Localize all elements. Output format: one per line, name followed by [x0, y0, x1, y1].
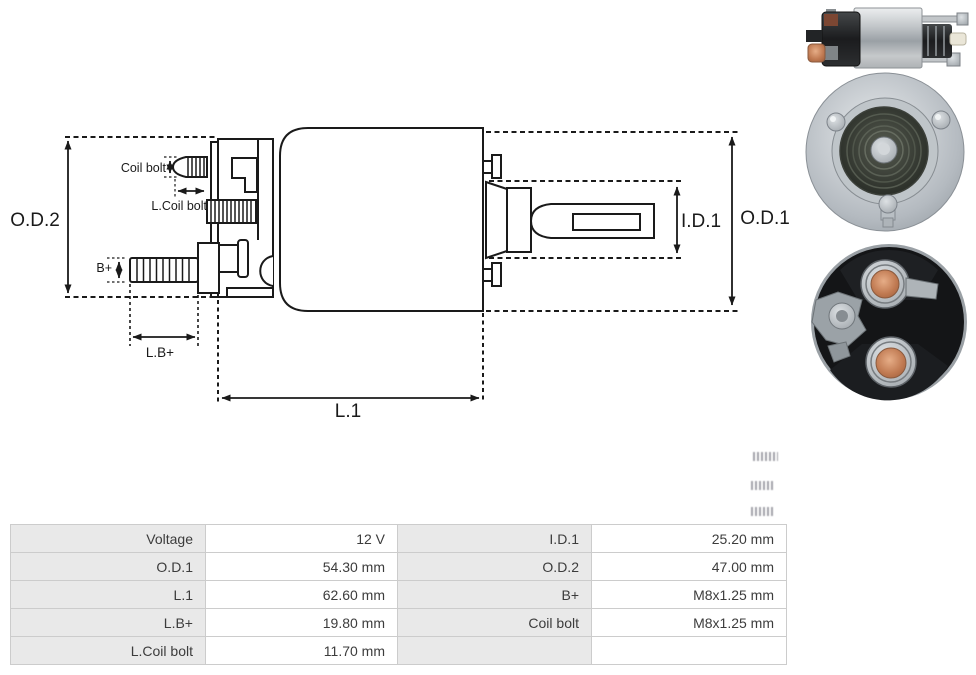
spec-value: 62.60 mm: [205, 580, 398, 609]
dim-label-id1: I.D.1: [681, 211, 721, 232]
extension-lines: [65, 131, 738, 403]
spec-label: B+: [397, 580, 592, 609]
spec-table: Voltage 12 V I.D.1 25.20 mm O.D.1 54.30 …: [10, 524, 787, 665]
dim-label-l-coil-bolt: L.Coil bolt: [151, 199, 207, 213]
faint-artifact: [751, 481, 774, 490]
plunger-assembly: [485, 180, 655, 260]
spec-value: 54.30 mm: [205, 552, 398, 581]
dimension-arrows: [64, 136, 736, 402]
mounting-tabs: [482, 154, 502, 287]
spec-value: 19.80 mm: [205, 608, 398, 637]
spec-label: L.1: [10, 580, 206, 609]
spec-label: O.D.1: [10, 552, 206, 581]
photo-rear-view: [811, 244, 967, 401]
coil-bolt-part: [171, 156, 208, 178]
spec-value: 12 V: [205, 524, 398, 553]
table-row: L.1 62.60 mm B+ M8x1.25 mm: [10, 580, 787, 609]
spec-value: 25.20 mm: [591, 524, 787, 553]
spec-value: [591, 636, 787, 665]
dim-label-od1: O.D.1: [740, 208, 790, 229]
table-row: O.D.1 54.30 mm O.D.2 47.00 mm: [10, 552, 787, 581]
spec-value: M8x1.25 mm: [591, 608, 787, 637]
faint-artifact: [751, 507, 774, 516]
technical-drawing: O.D.2 Coil bolt L.Coil bolt B+ L.B+ L.1 …: [10, 127, 790, 422]
photo-front-view: [805, 72, 965, 232]
table-row: L.Coil bolt 11.70 mm: [10, 636, 787, 665]
spec-value: M8x1.25 mm: [591, 580, 787, 609]
spec-label: L.B+: [10, 608, 206, 637]
table-row: Voltage 12 V I.D.1 25.20 mm: [10, 524, 787, 553]
product-photos: [805, 7, 969, 401]
spec-value: 47.00 mm: [591, 552, 787, 581]
spec-label: Coil bolt: [397, 608, 592, 637]
table-row: L.B+ 19.80 mm Coil bolt M8x1.25 mm: [10, 608, 787, 637]
faint-artifact: [753, 452, 778, 461]
switch-housing: [210, 138, 274, 298]
spec-label: [397, 636, 592, 665]
spec-value: 11.70 mm: [205, 636, 398, 665]
spec-label: I.D.1: [397, 524, 592, 553]
spec-label: Voltage: [10, 524, 206, 553]
solenoid-body: [279, 127, 484, 312]
spec-label: L.Coil bolt: [10, 636, 206, 665]
dim-label-coil-bolt: Coil bolt: [121, 161, 167, 175]
coil-bolt-bushing: [206, 199, 257, 224]
photo-side-view: [806, 7, 969, 69]
spec-label: O.D.2: [397, 552, 592, 581]
dim-label-l1: L.1: [335, 401, 361, 422]
dim-label-od2: O.D.2: [10, 210, 60, 231]
dim-label-b-plus: B+: [96, 261, 112, 275]
b-plus-stud: [129, 242, 220, 294]
dim-label-l-b-plus: L.B+: [146, 345, 174, 360]
